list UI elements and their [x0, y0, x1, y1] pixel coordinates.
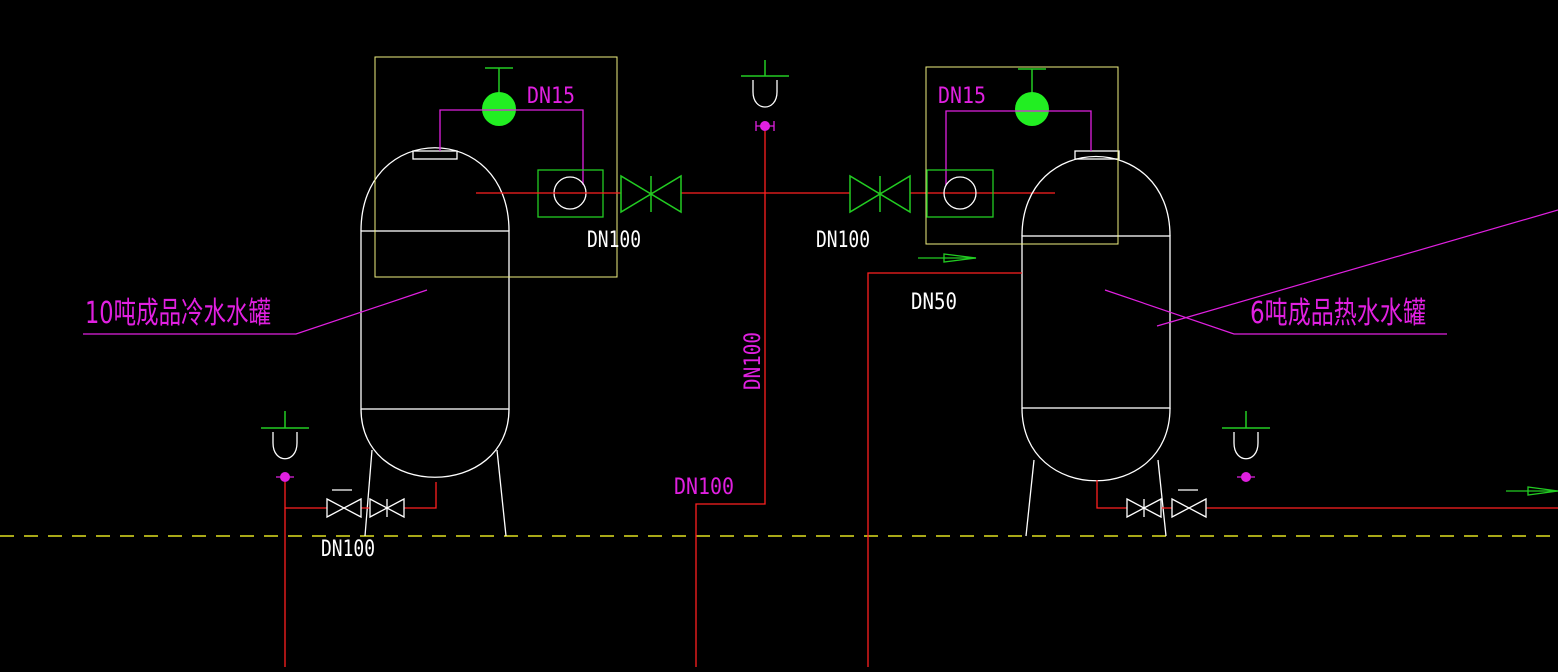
hot-tank-control-box	[925, 66, 1119, 245]
cold-tank-pressure-gauge[interactable]	[482, 67, 516, 126]
dn15-right-label: DN15	[938, 84, 986, 109]
dn15-left-label: DN15	[527, 84, 575, 109]
cold-tank-outlet-valve[interactable]	[620, 174, 682, 214]
cold-tank-check-valve[interactable]	[326, 489, 362, 519]
dn50-pipe	[867, 272, 1022, 667]
hot-tank-drain-valve[interactable]	[1126, 497, 1162, 519]
cold-tank-dn15-pipe	[439, 109, 584, 185]
hot-tank-leader-line	[1104, 289, 1447, 335]
hot-tank-pressure-gauge[interactable]	[1015, 68, 1049, 126]
hot-tank-dn15-pipe	[945, 110, 1092, 185]
dn100-bottom-left-label: DN100	[321, 537, 375, 562]
hot-tank-label: 6吨成品热水水罐	[1250, 296, 1426, 331]
cold-tank-label: 10吨成品冷水水罐	[85, 296, 271, 331]
hot-water-tank[interactable]	[1021, 150, 1171, 537]
dn100-right-valve-label: DN100	[816, 228, 870, 253]
flow-arrow-icon-right	[1506, 486, 1558, 496]
right-bottom-vent[interactable]	[1222, 411, 1270, 482]
left-bottom-vent[interactable]	[261, 411, 309, 482]
central-air-vent[interactable]	[741, 60, 789, 131]
dn100-vertical-label: DN100	[741, 332, 766, 390]
hot-tank-check-valve[interactable]	[1171, 489, 1207, 519]
dn50-label: DN50	[911, 290, 957, 315]
central-riser-pipe	[695, 131, 766, 667]
hot-tank-extra-leader	[1156, 209, 1558, 327]
cold-tank-leader-line	[83, 289, 428, 335]
cold-water-tank[interactable]	[360, 147, 510, 537]
cold-tank-control-box	[374, 56, 618, 278]
hot-tank-outlet-valve[interactable]	[849, 174, 911, 214]
dn100-left-valve-label: DN100	[587, 228, 641, 253]
hot-tank-drain-pipe	[1096, 480, 1558, 509]
flow-arrow-icon	[918, 253, 977, 263]
dn100-bottom-mid-label: DN100	[674, 475, 734, 500]
cold-tank-drain-valve[interactable]	[369, 497, 405, 519]
hot-tank-level-switch[interactable]	[926, 169, 994, 218]
